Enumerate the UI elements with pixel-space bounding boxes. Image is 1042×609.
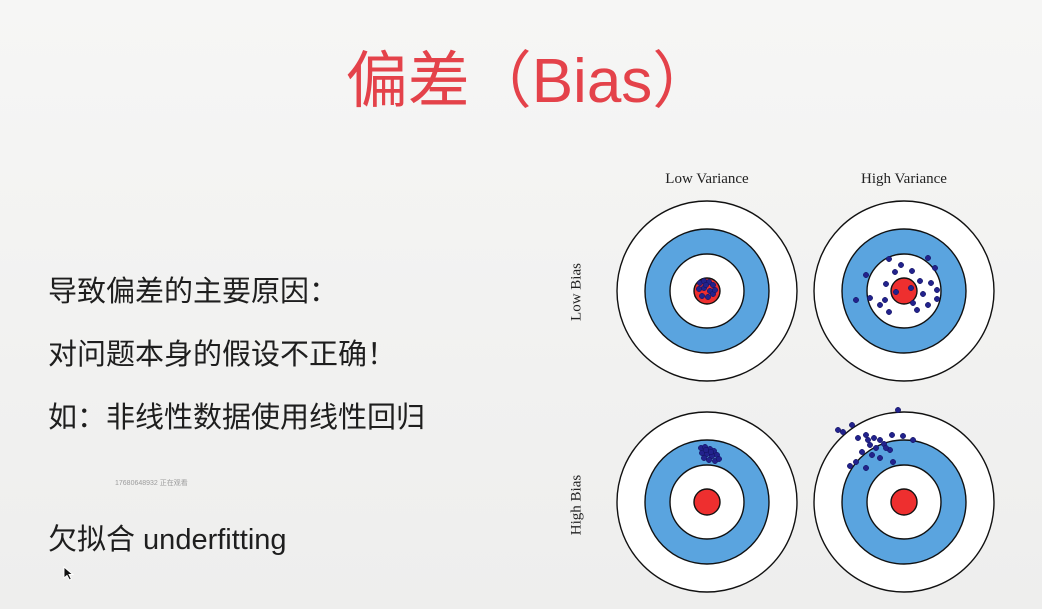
row-label-low-bias: Low Bias bbox=[568, 263, 584, 321]
shot-dot bbox=[853, 459, 859, 465]
shot-dot bbox=[863, 272, 869, 278]
shot-dot bbox=[895, 407, 901, 413]
target-bullseye bbox=[693, 488, 721, 516]
column-label-high-variance: High Variance bbox=[861, 171, 947, 187]
shot-dot bbox=[701, 455, 707, 461]
shot-dot bbox=[696, 286, 702, 292]
shot-dot bbox=[869, 452, 875, 458]
shot-dot bbox=[835, 427, 841, 433]
shot-dot bbox=[925, 302, 931, 308]
shot-dot bbox=[859, 449, 865, 455]
shot-dot bbox=[703, 282, 709, 288]
shot-dot bbox=[853, 297, 859, 303]
column-label-low-variance: Low Variance bbox=[665, 171, 749, 187]
target-high-bias-high-variance bbox=[813, 407, 995, 593]
shot-dot bbox=[706, 457, 712, 463]
row-label-high-bias: High Bias bbox=[568, 475, 584, 536]
shot-dot bbox=[892, 269, 898, 275]
shot-dot bbox=[873, 445, 879, 451]
shot-dot bbox=[877, 302, 883, 308]
shot-dot bbox=[840, 429, 846, 435]
shot-dot bbox=[855, 435, 861, 441]
shot-dot bbox=[932, 265, 938, 271]
shot-dot bbox=[871, 435, 877, 441]
shot-dot bbox=[882, 297, 888, 303]
slide-title: 偏差（Bias） bbox=[345, 47, 715, 116]
shot-dot bbox=[917, 278, 923, 284]
shot-dot bbox=[863, 432, 869, 438]
shot-dot bbox=[877, 437, 883, 443]
shot-dot bbox=[920, 291, 926, 297]
underfitting-label: 欠拟合 underfitting bbox=[48, 524, 287, 556]
shot-dot bbox=[889, 432, 895, 438]
shot-dot bbox=[893, 289, 899, 295]
shot-dot bbox=[900, 433, 906, 439]
shot-dot bbox=[712, 287, 718, 293]
target-bullseye bbox=[890, 277, 918, 305]
bias-variance-target-diagram: Low Variance High Variance Low Bias High… bbox=[568, 171, 995, 593]
target-bullseye bbox=[890, 488, 918, 516]
shot-dot bbox=[909, 268, 915, 274]
shot-dot bbox=[928, 280, 934, 286]
shot-dot bbox=[877, 455, 883, 461]
shot-dot bbox=[883, 281, 889, 287]
shot-dot bbox=[925, 255, 931, 261]
shot-dot bbox=[914, 307, 920, 313]
shot-dot bbox=[934, 287, 940, 293]
shot-dot bbox=[883, 445, 889, 451]
shot-dot bbox=[705, 294, 711, 300]
shot-dot bbox=[867, 295, 873, 301]
targets-grid bbox=[616, 200, 995, 593]
bullet-wrong-assumption: 对问题本身的假设不正确！ bbox=[48, 339, 397, 371]
shot-dot bbox=[716, 456, 722, 462]
target-high-bias-low-variance bbox=[616, 411, 798, 593]
target-low-bias-low-variance bbox=[616, 200, 798, 382]
bullet-main-cause: 导致偏差的主要原因： bbox=[48, 276, 339, 308]
shot-dot bbox=[886, 256, 892, 262]
shot-dot bbox=[847, 463, 853, 469]
shot-dot bbox=[708, 449, 714, 455]
shot-dot bbox=[890, 459, 896, 465]
target-low-bias-high-variance bbox=[813, 200, 995, 382]
shot-dot bbox=[910, 300, 916, 306]
shot-dot bbox=[710, 282, 716, 288]
bullet-example: 如：非线性数据使用线性回归 bbox=[48, 402, 426, 434]
shot-dot bbox=[908, 285, 914, 291]
shot-dot bbox=[865, 437, 871, 443]
shot-dot bbox=[898, 262, 904, 268]
mouse-cursor-icon bbox=[63, 566, 74, 581]
shot-dot bbox=[934, 296, 940, 302]
shot-dot bbox=[863, 465, 869, 471]
shot-dot bbox=[910, 437, 916, 443]
shot-dot bbox=[867, 442, 873, 448]
shot-dot bbox=[703, 447, 709, 453]
viewer-watermark: 17680648932 正在观看 bbox=[115, 480, 188, 487]
shot-dot bbox=[886, 309, 892, 315]
shot-dot bbox=[849, 422, 855, 428]
shot-dot bbox=[699, 293, 705, 299]
